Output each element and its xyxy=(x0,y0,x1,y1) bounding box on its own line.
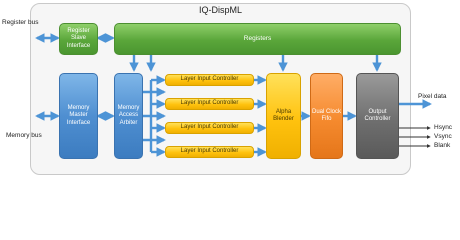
hsync-label: Hsync xyxy=(434,124,453,131)
layer-input-controller-1-label: Layer Input Controller xyxy=(180,76,239,83)
layer-input-controller-4: Layer Input Controller xyxy=(165,146,254,158)
memory-access-arbiter-block: Memory Access Arbiter xyxy=(114,73,143,159)
blank-label: Blank xyxy=(434,142,451,149)
register-bus-label: Register bus xyxy=(2,19,39,26)
layer-input-controller-3: Layer Input Controller xyxy=(165,122,254,134)
alpha-blender-block: Alpha Blender xyxy=(266,73,301,159)
memory-master-interface-label: Memory Master Interface xyxy=(66,105,91,126)
memory-access-arbiter-label: Memory Access Arbiter xyxy=(117,105,140,126)
layer-input-controller-2: Layer Input Controller xyxy=(165,98,254,110)
diagram-title: IQ-DispML xyxy=(198,5,242,15)
pixel-data-label: Pixel data xyxy=(418,93,447,100)
register-slave-interface-label: Register Slave Interface xyxy=(66,28,91,49)
vsync-label: Vsync xyxy=(434,133,452,140)
register-slave-interface-block: Register Slave Interface xyxy=(59,23,98,55)
output-controller-label: Output Controller xyxy=(364,108,391,122)
layer-input-controller-2-label: Layer Input Controller xyxy=(180,100,239,107)
layer-input-controller-3-label: Layer Input Controller xyxy=(180,124,239,131)
alpha-blender-label: Alpha Blender xyxy=(273,108,294,122)
memory-master-interface-block: Memory Master Interface xyxy=(59,73,98,159)
memory-bus-label: Memory bus xyxy=(6,132,42,139)
dual-clock-fifo-label: Dual Clock Fifo xyxy=(311,108,341,122)
layer-input-controller-1: Layer Input Controller xyxy=(165,74,254,86)
dual-clock-fifo-block: Dual Clock Fifo xyxy=(310,73,343,159)
registers-label: Registers xyxy=(243,35,272,43)
layer-input-controller-4-label: Layer Input Controller xyxy=(180,148,239,155)
registers-block: Registers xyxy=(114,23,401,55)
output-controller-block: Output Controller xyxy=(356,73,399,159)
connection-arrows xyxy=(35,33,432,157)
